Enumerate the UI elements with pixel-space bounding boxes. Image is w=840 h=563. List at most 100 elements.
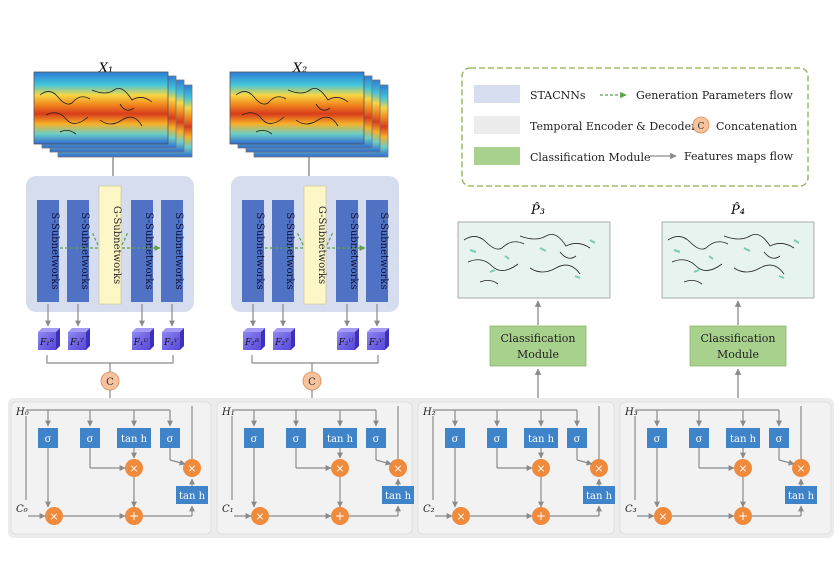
gate-label: tan h [327,434,354,445]
gate-label: σ [574,434,581,445]
tanh-label: tan h [179,491,206,502]
gate-label: tan h [121,434,148,445]
feature-cube: F₂ⱽ [367,328,389,350]
g-subnetwork-1 [98,185,122,305]
s-subnetwork-label: S-Subnetworks [254,212,265,289]
p3-speckles [469,239,596,279]
multiply-symbol: × [335,462,344,475]
feature-maps-2: F₂ᴿ F₂ᵀ F₂ᵁ F₂ⱽ [243,328,389,350]
p4-coastlines [667,233,795,285]
p3-coastlines [463,233,591,285]
sigma-gate [647,428,667,448]
tanh-gate [726,428,760,448]
multiply-symbol: × [536,462,545,475]
classification-module-box [489,325,587,367]
concat-1-group: C [46,355,174,400]
x1-coastlines [39,87,153,135]
feature-f1-v: F₁ⱽ [163,338,179,348]
gate-label: σ [45,434,52,445]
feature-maps-1: F₁ᴿ F₁ᵀ F₁ᵁ F₁ⱽ [38,328,184,350]
legend-generation-label: Generation Parameters flow [636,89,793,102]
gate-label: tan h [730,434,757,445]
s-subnetwork-label: S-Subnetworks [348,212,359,289]
generation-flow-arrows-1 [60,231,160,248]
cell-state-label: C₁ [222,504,234,515]
multiply-symbol: × [594,462,603,475]
legend-concat-label: Concatenation [716,120,797,133]
sigma-gate [244,428,264,448]
p4-speckles [673,239,800,279]
s-subnetwork-label: S-Subnetworks [143,212,154,289]
feature-cube: F₁ᴿ [38,328,60,350]
feature-cube: F₁ᵁ [132,328,154,350]
s-subnetwork-2-3 [336,200,358,302]
multiply-op [45,507,63,525]
sigma-gate [769,428,789,448]
output-p3-group: P̂₃ [457,202,611,299]
legend-classification-label: Classification Module [530,151,651,164]
tanh-label: tan h [586,491,613,502]
gate-label: σ [293,434,300,445]
s-subnetwork-2-1 [242,200,264,302]
feature-cube: F₂ᴿ [243,328,265,350]
s-subnetwork-label: S-Subnetworks [79,212,90,289]
classification-line1: Classification [500,332,575,345]
multiply-op [183,459,201,477]
legend-features-label: Features maps flow [684,150,794,163]
input-x1-group: X₁ [33,61,193,158]
s-subnetwork-label: S-Subnetworks [49,212,60,289]
s-subnetwork-2-4 [366,200,388,302]
tanh-box [176,486,208,504]
tanh-box [785,486,817,504]
cell-state-label: C₃ [625,504,637,515]
feature-f2-v: F₂ⱽ [368,338,384,348]
classification-module-box [689,325,787,367]
s-subnetwork-label: S-Subnetworks [173,212,184,289]
feature-cube: F₁ⱽ [162,328,184,350]
feature-f1-u: F₁ᵁ [133,338,149,348]
feature-f1-r: F₁ᴿ [39,338,55,348]
sigma-gate [160,428,180,448]
multiply-op [792,459,810,477]
lstm-connector [778,459,795,466]
multiply-op [734,459,752,477]
feature-f1-t: F₁ᵀ [69,338,85,348]
multiply-op [251,507,269,525]
tanh-box [382,486,414,504]
tanh-label: tan h [385,491,412,502]
s-subnetwork-label: S-Subnetworks [284,212,295,289]
x1-map-front [33,71,169,145]
hidden-state-label: H₁ [221,407,235,418]
gate-label: σ [167,434,174,445]
multiply-symbol: × [187,462,196,475]
legend-temporal-swatch [474,116,520,134]
tanh-box [583,486,615,504]
legend-stacnns-label: STACNNs [530,89,586,102]
s-subnetwork-1-4 [161,200,183,302]
s-subnetwork-1-2 [67,200,89,302]
sigma-gate [445,428,465,448]
hidden-state-label: H₂ [422,407,436,418]
multiply-symbol: × [49,510,58,523]
x2-map-front [229,71,365,145]
multiply-symbol: × [255,510,264,523]
multiply-op [331,459,349,477]
x2-coastlines [235,87,349,135]
add-symbol: + [536,509,546,523]
concat-2-group: C [251,355,379,400]
tanh-gate [323,428,357,448]
stacnn-block-1: S-Subnetworks S-Subnetworks G-Subnetwork… [26,176,194,312]
multiply-symbol: × [738,462,747,475]
s-subnetwork-1-1 [37,200,59,302]
s-subnetwork-1-3 [131,200,153,302]
lstm-connector [375,459,392,466]
s-subnetwork-label: S-Subnetworks [378,212,389,289]
hidden-state-label: H₀ [15,407,29,418]
classification-line1: Classification [700,332,775,345]
multiply-symbol: × [393,462,402,475]
gate-label: σ [251,434,258,445]
gate-label: σ [776,434,783,445]
multiply-symbol: × [456,510,465,523]
output-p3-map [457,221,611,299]
